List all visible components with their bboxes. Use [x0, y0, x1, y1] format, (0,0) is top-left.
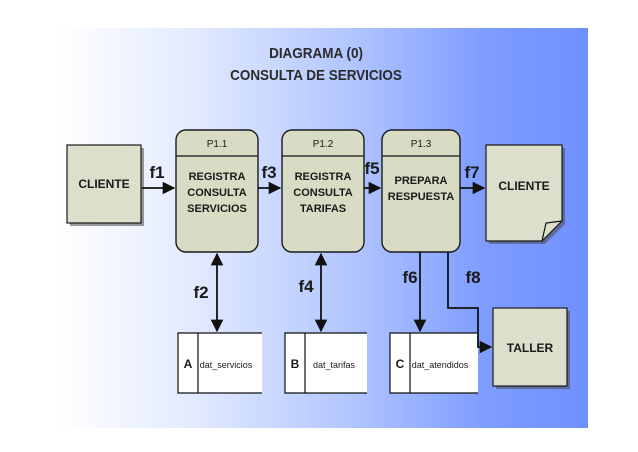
data-store-a-letter: A	[184, 357, 193, 371]
process-p1-3: P1.3 PREPARA RESPUESTA	[381, 129, 461, 253]
data-store-c-letter: C	[396, 357, 405, 371]
flow-f6-label: f6	[402, 268, 417, 287]
data-store-b-letter: B	[291, 357, 300, 371]
data-store-c-name: dat_atendidos	[412, 360, 469, 370]
entity-taller: TALLER	[492, 307, 570, 389]
data-store-b: B dat_tarifas	[284, 332, 367, 394]
process-p1-2-line1: REGISTRA	[295, 171, 352, 183]
entity-cliente-source-label: CLIENTE	[78, 177, 129, 191]
process-p1-2-line3: TARIFAS	[300, 203, 346, 215]
data-store-a: A dat_servicios	[177, 332, 262, 394]
entity-cliente-sink-label: CLIENTE	[498, 179, 549, 193]
flow-f7-label: f7	[464, 163, 479, 182]
process-p1-2: P1.2 REGISTRA CONSULTA TARIFAS	[281, 129, 365, 253]
flow-f2-label: f2	[193, 283, 208, 302]
data-store-c: C dat_atendidos	[389, 332, 478, 394]
data-store-b-name: dat_tarifas	[313, 360, 356, 370]
process-p1-2-line2: CONSULTA	[293, 187, 353, 199]
dfd-diagram: DIAGRAMA (0) CONSULTA DE SERVICIOS CLIEN…	[66, 45, 570, 394]
process-p1-1: P1.1 REGISTRA CONSULTA SERVICIOS	[175, 129, 259, 253]
data-store-a-name: dat_servicios	[200, 360, 253, 370]
diagram-canvas: DIAGRAMA (0) CONSULTA DE SERVICIOS CLIEN…	[58, 28, 588, 428]
diagram-title-line1: DIAGRAMA (0)	[269, 45, 363, 62]
process-p1-3-line1: PREPARA	[395, 175, 448, 187]
diagram-title-line2: CONSULTA DE SERVICIOS	[230, 67, 402, 84]
entity-cliente-sink: CLIENTE	[485, 144, 565, 244]
process-p1-3-line2: RESPUESTA	[388, 191, 454, 203]
process-p1-2-id: P1.2	[313, 139, 334, 150]
flow-f8-arrow	[447, 252, 493, 354]
entity-taller-label: TALLER	[507, 341, 554, 355]
process-p1-3-id: P1.3	[411, 139, 432, 150]
entity-cliente-source: CLIENTE	[66, 144, 144, 226]
process-p1-1-line3: SERVICIOS	[187, 203, 247, 215]
process-p1-1-line1: REGISTRA	[189, 171, 246, 183]
flow-f4-label: f4	[298, 277, 314, 296]
flow-f8-label: f8	[465, 268, 480, 287]
process-p1-1-id: P1.1	[207, 139, 228, 150]
process-p1-1-line2: CONSULTA	[187, 187, 247, 199]
flow-f1-label: f1	[149, 163, 164, 182]
flow-f5-label: f5	[364, 159, 379, 178]
flow-f3-label: f3	[261, 163, 276, 182]
